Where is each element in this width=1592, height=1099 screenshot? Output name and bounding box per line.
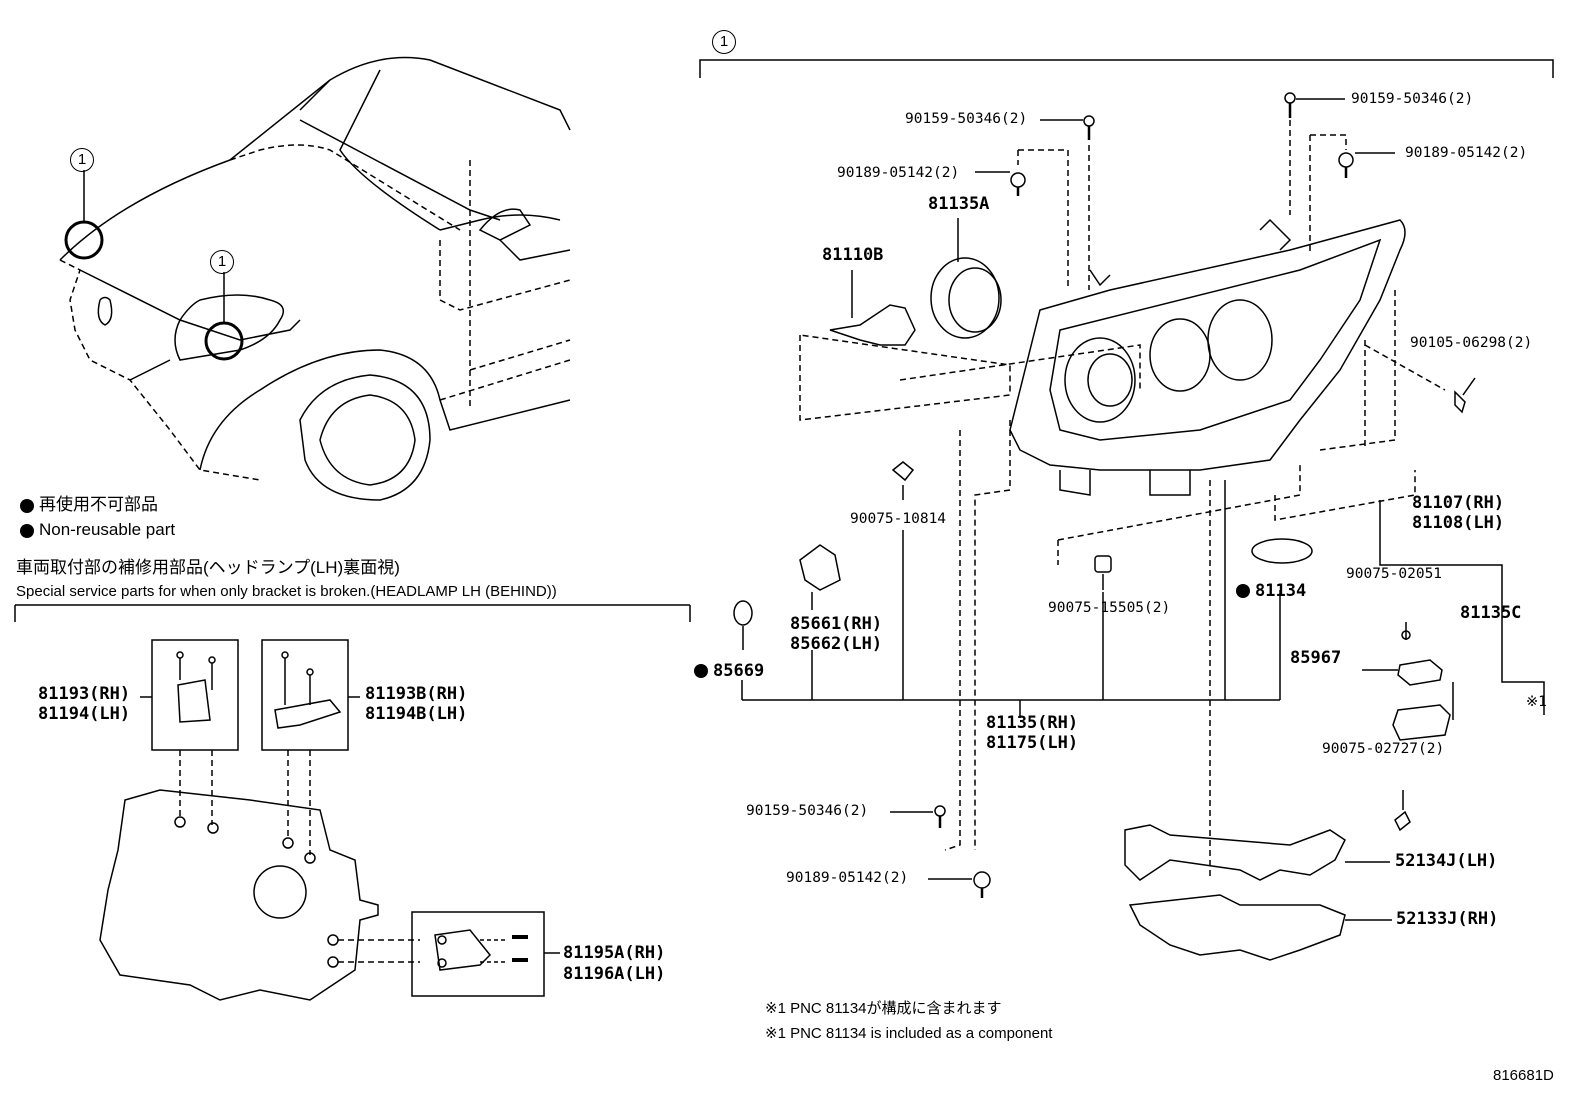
legend-jp: 再使用不可部品 — [20, 495, 158, 515]
part-52133J[interactable]: 52133J(RH) — [1396, 909, 1499, 929]
figure-id: 816681D — [1493, 1067, 1554, 1084]
part-90075-10814[interactable]: 90075-10814 — [850, 511, 947, 527]
gasket-81134 — [1251, 538, 1313, 564]
vehicle-illustration — [59, 56, 571, 501]
part-90189-05142-a[interactable]: 90189-05142(2) — [837, 165, 960, 181]
screw-90075-02727 — [1394, 790, 1411, 832]
screw-90159-top-right — [1284, 92, 1345, 215]
part-90075-02727[interactable]: 90075-02727(2) — [1322, 741, 1445, 757]
part-85662[interactable]: 85662(LH) — [790, 634, 883, 654]
part-81135C[interactable]: 81135C — [1460, 603, 1522, 623]
clip-90189-top-right — [1309, 134, 1395, 255]
socket-81135A — [930, 218, 1002, 339]
part-81135A[interactable]: 81135A — [928, 194, 990, 214]
bracket-81195A — [434, 929, 528, 971]
non-reusable-dot-icon — [1236, 584, 1250, 598]
screw-90159-lower — [890, 805, 946, 828]
legend-en: Non-reusable part — [20, 520, 175, 540]
note-ref-mark: ※1 — [1526, 694, 1547, 710]
service-title-jp: 車両取付部の補修用部品(ヘッドランプ(LH)裏面視) — [16, 558, 400, 577]
part-81193[interactable]: 81193(RH) — [38, 684, 131, 704]
actuator-85661 — [799, 544, 841, 610]
non-reusable-dot-icon — [20, 523, 34, 538]
part-90159-50346-b[interactable]: 90159-50346(2) — [1351, 91, 1474, 107]
part-90189-05142-b[interactable]: 90189-05142(2) — [1405, 145, 1528, 161]
part-90075-15505[interactable]: 90075-15505(2) — [1048, 600, 1171, 616]
part-81135[interactable]: 81135(RH) — [986, 713, 1079, 733]
part-81134[interactable]: 81134 — [1236, 581, 1306, 601]
clip-90189-lower — [928, 871, 991, 898]
part-81196A[interactable]: 81196A(LH) — [563, 964, 666, 984]
part-85669[interactable]: 85669 — [694, 661, 764, 681]
module-85967 — [1362, 659, 1443, 686]
service-title-en: Special service parts for when only brac… — [16, 583, 557, 600]
connector-81135C — [1392, 704, 1451, 741]
cap-90075-15505 — [1057, 465, 1301, 590]
part-81107[interactable]: 81107(RH) — [1412, 493, 1505, 513]
ref-marker-1: 1 — [70, 148, 94, 172]
part-90075-02051[interactable]: 90075-02051 — [1346, 566, 1443, 582]
headlamp-back-housing — [99, 789, 379, 1001]
non-reusable-dot-icon — [20, 498, 34, 513]
non-reusable-dot-icon — [694, 664, 708, 678]
bracket-52134J — [1124, 824, 1390, 881]
part-81193B[interactable]: 81193B(RH) — [365, 684, 468, 704]
screw-90105 — [1319, 290, 1476, 451]
part-90105-06298[interactable]: 90105-06298(2) — [1410, 335, 1533, 351]
part-81194B[interactable]: 81194B(LH) — [365, 704, 468, 724]
part-81195A[interactable]: 81195A(RH) — [563, 943, 666, 963]
bracket-81193 — [176, 651, 216, 723]
ring-85669 — [733, 600, 753, 650]
note-jp: ※1 PNC 81134が構成に含まれます — [765, 1000, 1002, 1017]
part-81110B[interactable]: 81110B — [822, 245, 884, 265]
headlamp-assembly — [1009, 218, 1406, 496]
part-90159-50346-a[interactable]: 90159-50346(2) — [905, 111, 1028, 127]
part-81194[interactable]: 81194(LH) — [38, 704, 131, 724]
screw-90075-02051 — [1401, 622, 1411, 640]
part-85661[interactable]: 85661(RH) — [790, 614, 883, 634]
note-en: ※1 PNC 81134 is included as a component — [765, 1025, 1053, 1042]
screw-90159-top — [1040, 115, 1095, 290]
bulb-81110B — [829, 270, 916, 346]
clip-90189-top — [975, 149, 1069, 290]
part-52134J[interactable]: 52134J(LH) — [1395, 851, 1498, 871]
bracket-52133J — [1128, 894, 1392, 961]
ref-marker-3: 1 — [712, 30, 736, 54]
part-90159-50346-c[interactable]: 90159-50346(2) — [746, 803, 869, 819]
part-81108[interactable]: 81108(LH) — [1412, 513, 1505, 533]
ref-marker-2: 1 — [210, 250, 234, 274]
clip-90075-10814 — [891, 461, 915, 500]
bracket-81193B — [274, 651, 342, 729]
part-81175[interactable]: 81175(LH) — [986, 733, 1079, 753]
part-90189-05142-c[interactable]: 90189-05142(2) — [786, 870, 909, 886]
part-85967[interactable]: 85967 — [1290, 648, 1342, 668]
